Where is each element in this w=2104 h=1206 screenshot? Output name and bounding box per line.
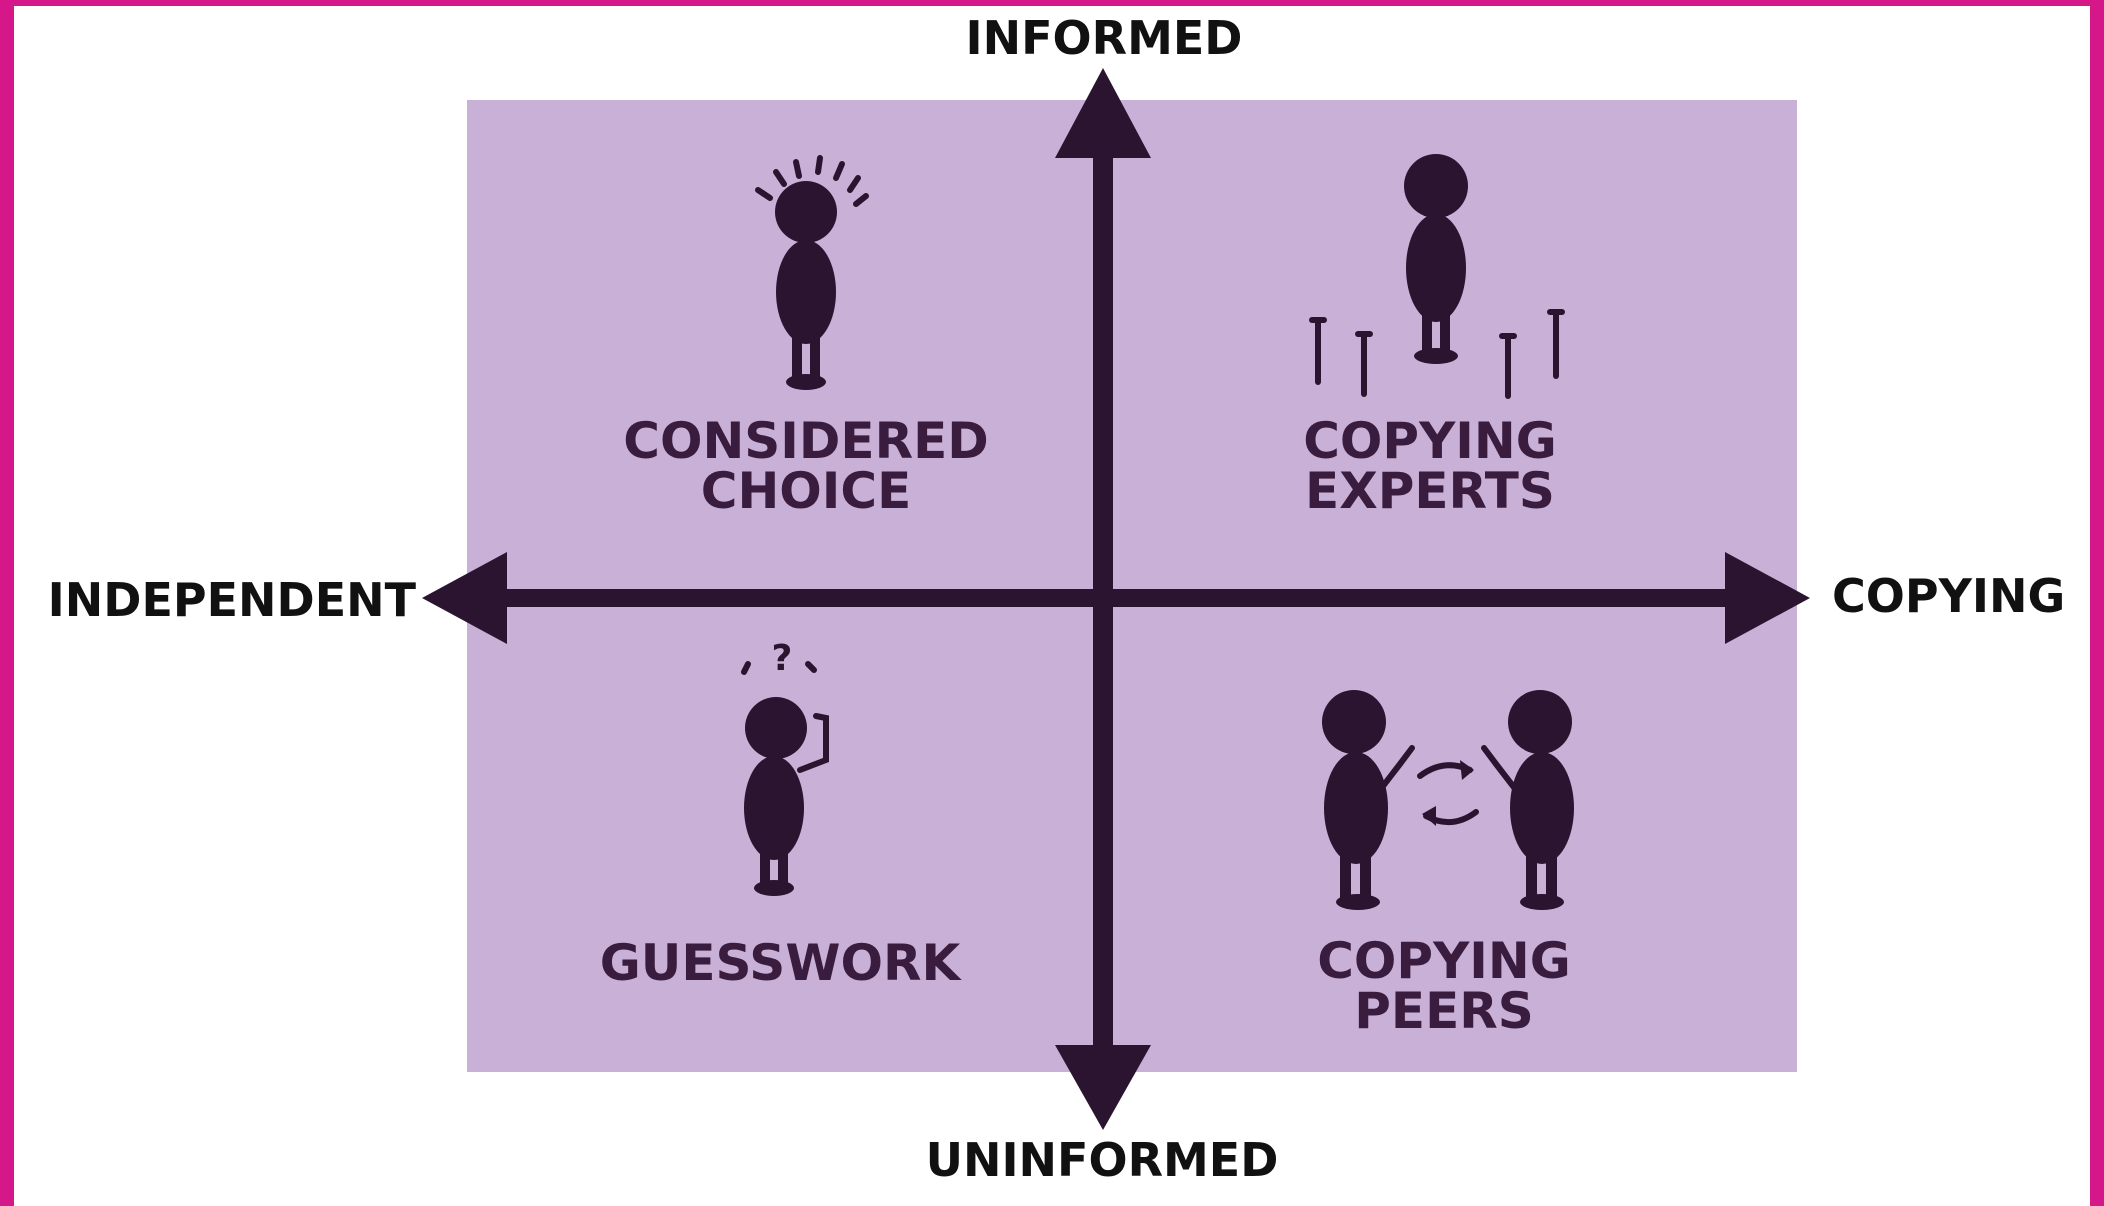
axis-label-informed: INFORMED	[966, 11, 1243, 65]
horizontal-axis	[422, 552, 1810, 644]
label-considered-line2: CHOICE	[701, 462, 912, 520]
axis-label-independent: INDEPENDENT	[48, 573, 417, 627]
label-guesswork: GUESSWORK	[600, 934, 963, 992]
label-experts-line1: COPYING	[1303, 412, 1557, 470]
label-peers-line1: COPYING	[1317, 932, 1571, 990]
thinking-person-icon	[755, 155, 869, 390]
two-peers-exchanging-icon	[1322, 690, 1574, 910]
label-peers-line2: PEERS	[1354, 982, 1533, 1040]
quadrant-panel	[467, 100, 1797, 1072]
right-arrow-icon	[1725, 552, 1810, 644]
up-arrow-icon	[1055, 68, 1151, 158]
svg-text:?: ?	[772, 638, 793, 679]
axis-label-uninformed: UNINFORMED	[926, 1133, 1279, 1187]
expert-person-icon	[1309, 154, 1565, 399]
axis-label-copying: COPYING	[1832, 569, 2065, 623]
label-considered-line1: CONSIDERED	[623, 412, 988, 470]
left-arrow-icon	[422, 552, 507, 644]
down-arrow-icon	[1055, 1045, 1151, 1130]
label-experts-line2: EXPERTS	[1305, 462, 1555, 520]
confused-person-icon: ?	[741, 638, 829, 896]
